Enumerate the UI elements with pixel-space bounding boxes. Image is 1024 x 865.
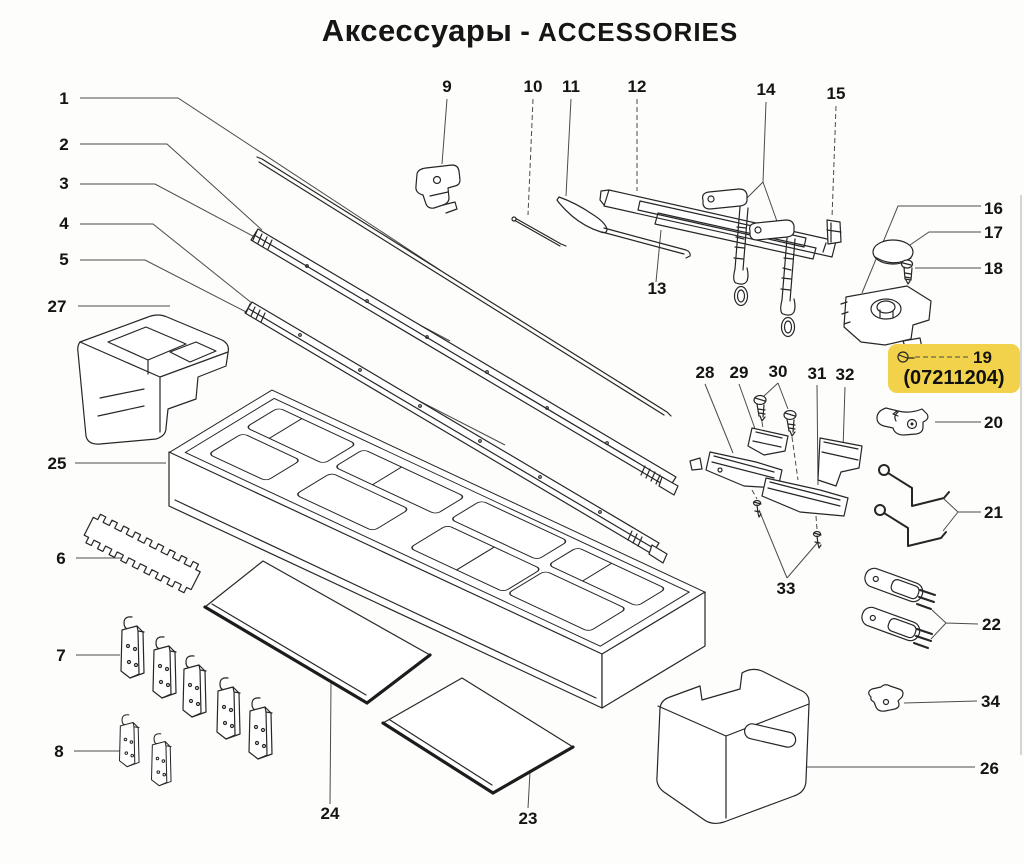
title-russian: Аксессуары: [321, 13, 513, 48]
callout-label-15: 15: [827, 84, 846, 103]
part-27-end-cap: [77, 314, 229, 445]
part-21-wire-hooks: [874, 464, 950, 547]
callout-label-28: 28: [696, 363, 715, 382]
part-26-cover-box: [656, 668, 810, 825]
callout-label-18: 18: [984, 259, 1003, 278]
part-33-screws: [752, 499, 822, 549]
part-14-clamps: [701, 188, 796, 338]
callout-label-16: 16: [984, 199, 1003, 218]
callout-label-27: 27: [48, 297, 67, 316]
callout-label-30: 30: [769, 362, 788, 381]
callout-label-9: 9: [442, 77, 451, 96]
callout-label-31: 31: [808, 364, 827, 383]
part-10-needle: [511, 216, 567, 247]
callout-labels: 1 2 3 4 5 6 7 8 9 10 11 12 13 14 15 16 1…: [48, 77, 1003, 828]
callout-label-4: 4: [59, 214, 69, 233]
callout-label-22: 22: [982, 615, 1001, 634]
callout-label-8: 8: [54, 742, 63, 761]
page-title: Аксессуары-ACCESSORIES: [0, 12, 1024, 49]
callout-label-13: 13: [648, 279, 667, 298]
callout-label-7: 7: [56, 646, 65, 665]
part-23-sheet: [381, 677, 575, 795]
callout-label-23: 23: [519, 809, 538, 828]
part-number: (07211204): [903, 367, 1004, 389]
part-25-foam-tray: [168, 389, 706, 709]
part-3-extension-rail-upper: [250, 228, 679, 496]
callout-label-25: 25: [48, 454, 67, 473]
part-16-mounting-plate: [840, 285, 932, 353]
callout-label-29: 29: [730, 363, 749, 382]
callout-label-5: 5: [59, 250, 68, 269]
part-7-weights: [120, 616, 273, 760]
part-1-tension-rod: [256, 156, 672, 417]
part-11-latch-tool: [556, 196, 691, 259]
highlight-19: 19 (07211204): [888, 344, 1020, 393]
callout-label-3: 3: [59, 174, 68, 193]
part-5-extension-rail-lower: [244, 301, 668, 564]
callout-label-2: 2: [59, 135, 68, 154]
callout-label-34: 34: [981, 692, 1000, 711]
callout-label-20: 20: [984, 413, 1003, 432]
assembly-28-32: [689, 394, 863, 530]
callout-label-19: 19: [973, 348, 992, 367]
callout-label-17: 17: [984, 223, 1003, 242]
screw-icon: [897, 351, 915, 363]
part-18-screw: [900, 259, 914, 285]
callout-label-11: 11: [562, 77, 580, 96]
callout-label-24: 24: [321, 804, 340, 823]
part-6-comb: [83, 513, 201, 594]
callout-label-33: 33: [777, 579, 796, 598]
part-22-claw-weights: [858, 564, 936, 649]
part-24-sheet: [203, 560, 432, 705]
part-9-bracket: [415, 164, 461, 214]
callout-label-21: 21: [984, 503, 1003, 522]
highlight-box: [888, 344, 1020, 393]
part-20-latch-lever: [876, 407, 929, 436]
callout-label-14: 14: [757, 80, 776, 99]
part-15-clip: [826, 219, 842, 245]
callout-label-10: 10: [524, 77, 543, 96]
title-english: ACCESSORIES: [537, 17, 739, 47]
callout-label-12: 12: [628, 77, 647, 96]
part-34-clip: [868, 684, 904, 712]
title-separator: -: [520, 16, 530, 48]
part-8-small-weights: [118, 714, 172, 787]
callout-label-1: 1: [59, 89, 68, 108]
callout-label-26: 26: [980, 759, 999, 778]
callout-label-32: 32: [836, 365, 855, 384]
callout-label-6: 6: [56, 549, 65, 568]
